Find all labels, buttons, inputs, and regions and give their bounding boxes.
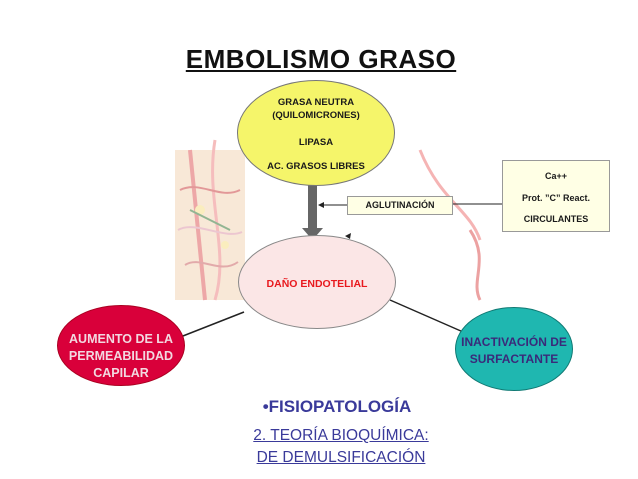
connector-right [389,299,471,336]
left-node-line1: AUMENTO DE LA [69,332,173,346]
side-box-line1: Ca++ [544,171,568,181]
caption-bullet: •FISIOPATOLOGÍA [262,397,412,416]
caption-line2: DE DEMULSIFICACIÓN [256,449,426,466]
center-node-label: DAÑO ENDOTELIAL [266,278,368,290]
right-node-line2: SURFACTANTE [469,352,559,366]
right-node-text: INACTIVACIÓN DE SURFACTANTE [456,334,572,368]
left-node-text: AUMENTO DE LA PERMEABILIDAD CAPILAR [58,331,184,382]
top-node-line3: LIPASA [298,137,334,148]
side-box: Ca++ Prot. ”C” React. CIRCULANTES [502,160,610,232]
left-node-line2: PERMEABILIDAD [68,349,174,363]
top-node-line2: (QUILOMICRONES) [272,110,360,121]
side-box-line2: Prot. ”C” React. [521,193,590,203]
right-node-line1: INACTIVACIÓN DE [461,335,567,349]
right-node: INACTIVACIÓN DE SURFACTANTE [455,307,573,391]
main-arrow-head [302,228,323,240]
side-box-line3: CIRCULANTES [523,214,589,224]
top-node: GRASA NEUTRA (QUILOMICRONES) LIPASA AC. … [237,80,395,186]
top-node-line1: GRASA NEUTRA [277,97,355,108]
main-arrow-shaft [308,182,317,228]
left-node-line3: CAPILAR [93,366,149,380]
arrow-head-small [318,202,324,208]
diagram-title: EMBOLISMO GRASO [185,44,457,74]
aglutinacion-box: AGLUTINACIÓN [347,196,453,215]
top-node-line4: AC. GRASOS LIBRES [267,161,365,172]
center-node: DAÑO ENDOTELIAL [238,235,396,329]
caption-theory: 2. TEORÍA BIOQUÍMICA: DE DEMULSIFICACIÓN [226,425,456,469]
left-node: AUMENTO DE LA PERMEABILIDAD CAPILAR [57,305,185,386]
caption-line1: 2. TEORÍA BIOQUÍMICA: [253,427,429,444]
